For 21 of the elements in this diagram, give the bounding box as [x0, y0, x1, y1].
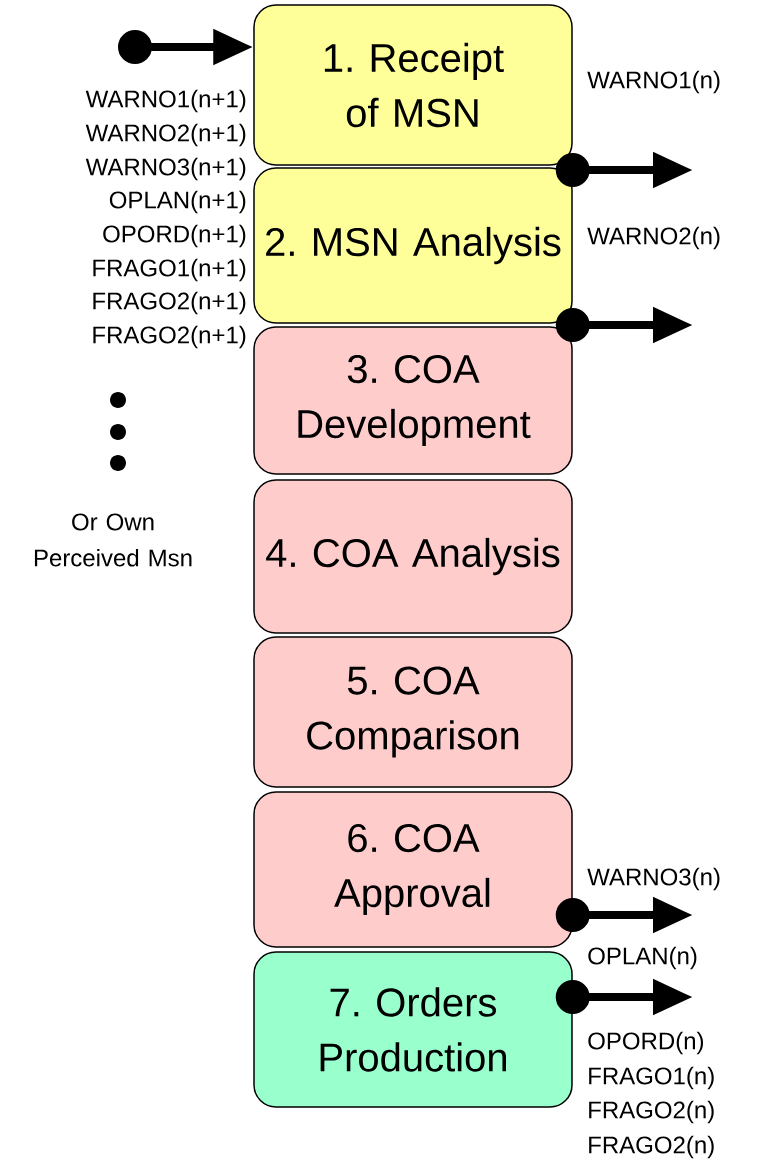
process-box: 1. Receipt of MSN [253, 4, 573, 166]
label: FRAGO1(n+1) [93, 258, 246, 282]
label: WARNO2(n+1) [85, 123, 246, 147]
label: OPLAN(n) [588, 946, 697, 970]
label: WARNO2(n) [587, 226, 720, 250]
label: WARNO3(n) [587, 867, 720, 891]
process-box: 2. MSN Analysis [253, 167, 573, 324]
label: OPLAN(n+1) [109, 190, 246, 214]
label: FRAGO2(n+1) [93, 325, 246, 349]
process-box: 5. COA Comparison [253, 636, 573, 788]
process-box: 3. COA Development [253, 326, 573, 475]
label: FRAGO2(n) [589, 1100, 714, 1124]
label: WARNO1(n+1) [85, 89, 246, 113]
process-box: 4. COA Analysis [253, 479, 573, 634]
label: OPORD(n+1) [103, 224, 246, 248]
label: Or Own Perceived Msn [34, 513, 192, 567]
label: WARNO3(n+1) [85, 157, 246, 181]
process-box: 6. COA Approval [253, 791, 573, 948]
process-box: 7. Orders Production [253, 951, 573, 1108]
label: FRAGO2(n) [589, 1135, 714, 1159]
label: FRAGO2(n+1) [93, 291, 246, 315]
